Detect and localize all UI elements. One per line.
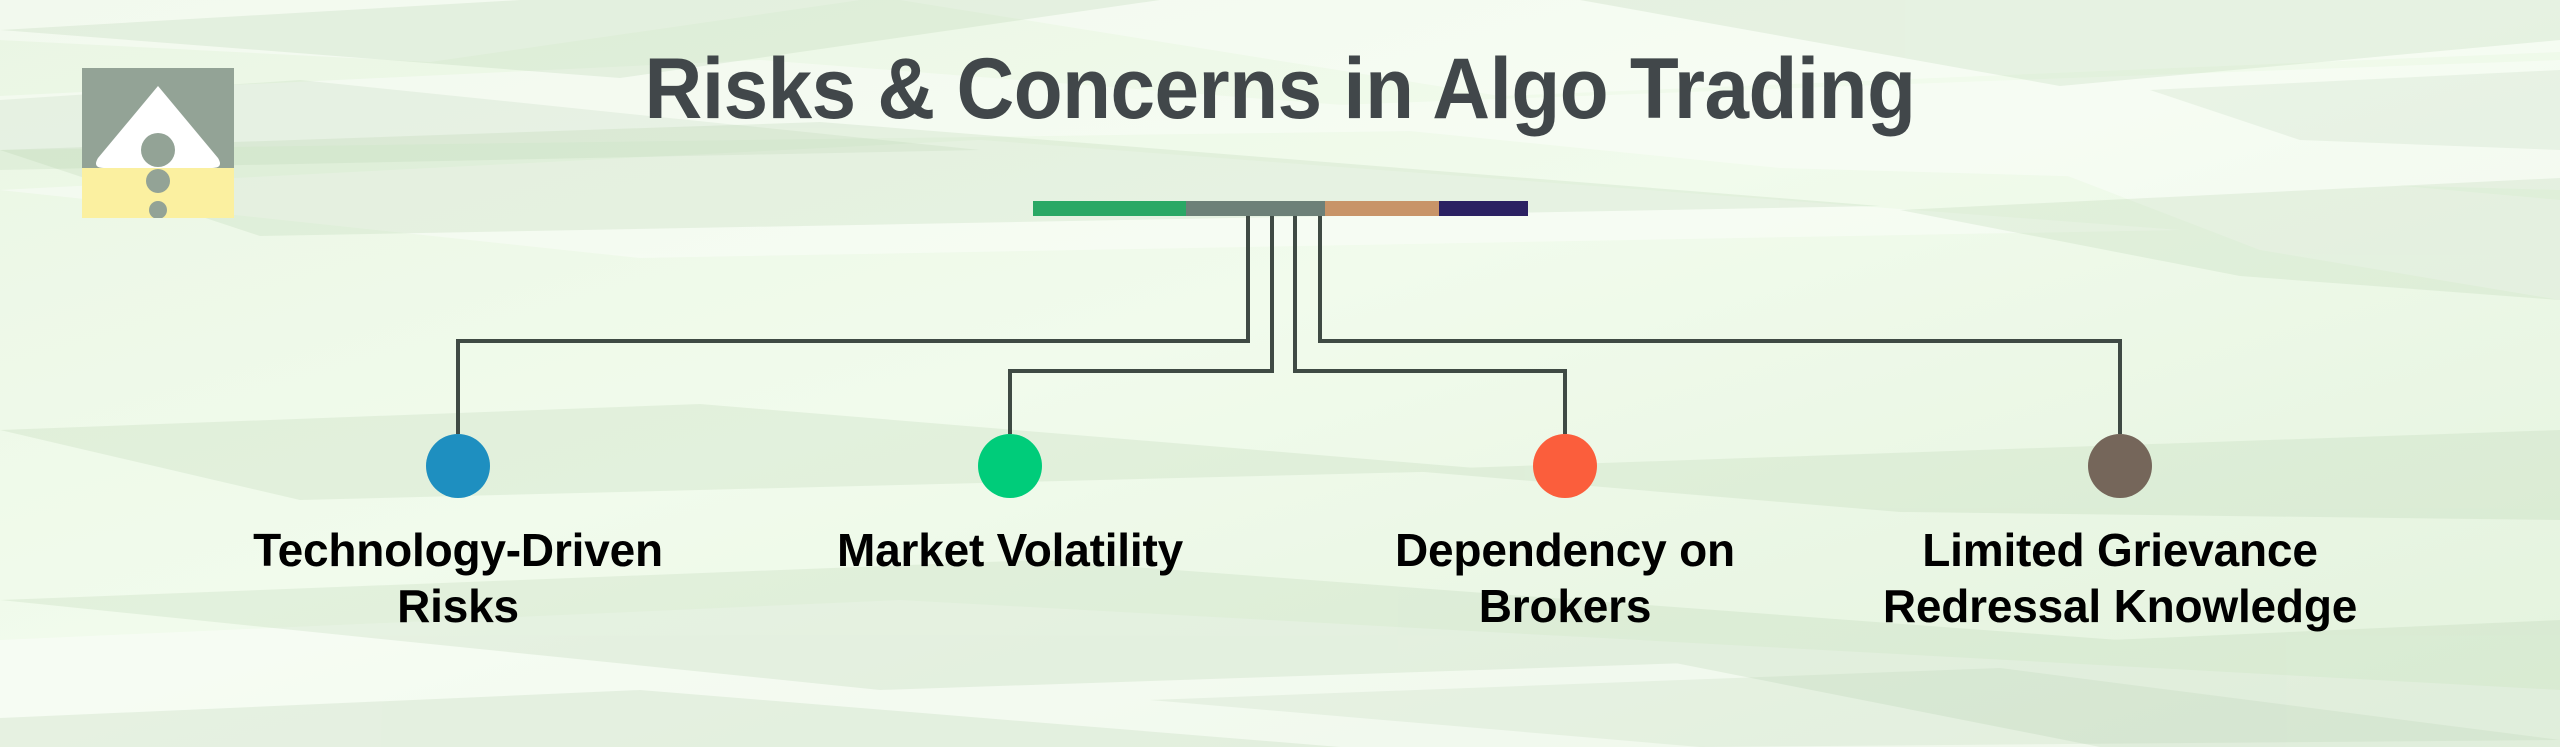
color-bar-segment-green — [1033, 201, 1187, 216]
page-title: Risks & Concerns in Algo Trading — [644, 41, 1916, 137]
color-bar-segment-tan — [1325, 201, 1439, 216]
node-marker-market-volatility[interactable] — [978, 434, 1042, 498]
accent-color-bar — [1033, 201, 1528, 216]
node-label-limited-grievance-redressal-knowledge: Limited Grievance Redressal Knowledge — [1882, 524, 2358, 633]
connector-line-4 — [1318, 216, 2122, 434]
connector-line-3 — [1293, 216, 1567, 434]
node-label-dependency-on-brokers: Dependency on Brokers — [1395, 524, 1735, 633]
node-label-market-volatility: Market Volatility — [837, 524, 1183, 576]
color-bar-segment-slate — [1186, 201, 1326, 216]
warning-triangle-icon — [96, 86, 220, 218]
color-bar-segment-navy — [1438, 201, 1528, 216]
node-marker-technology-driven-risks[interactable] — [426, 434, 490, 498]
node-marker-dependency-on-brokers[interactable] — [1533, 434, 1597, 498]
node-label-technology-driven-risks: Technology-Driven Risks — [253, 524, 663, 633]
node-marker-limited-grievance-redressal-knowledge[interactable] — [2088, 434, 2152, 498]
connector-line-1 — [456, 216, 1250, 434]
brand-logo — [82, 68, 234, 218]
connector-line-2 — [1008, 216, 1274, 434]
